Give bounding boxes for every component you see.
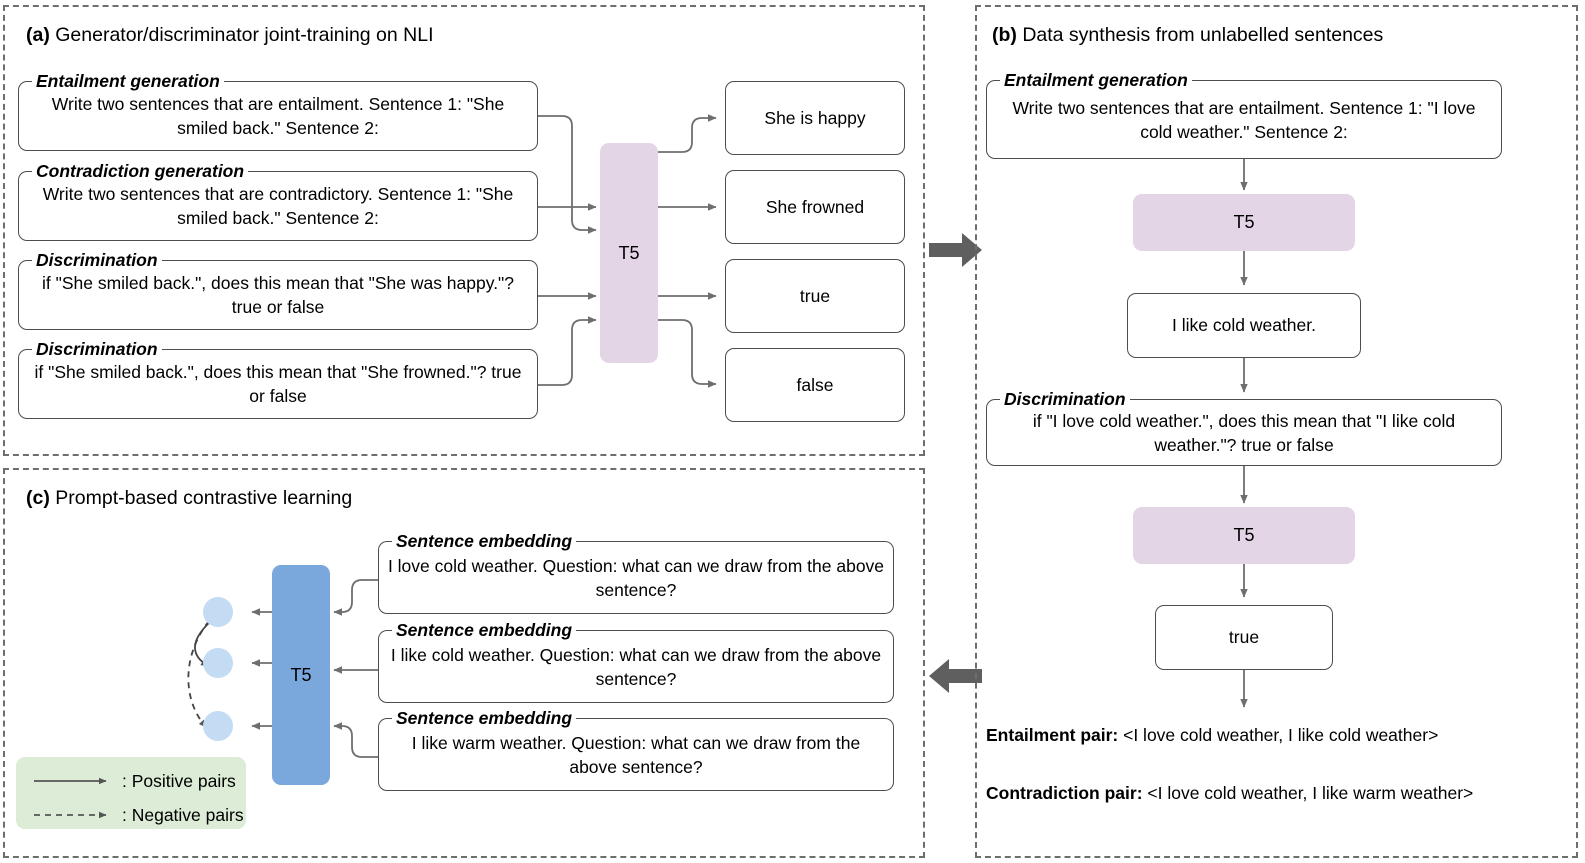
legend-label-negative: : Negative pairs (122, 805, 244, 825)
verdict-box-text: true (1228, 627, 1260, 647)
sentence-embedding-text: I like warm weather. Question: what can … (411, 732, 861, 777)
prompt-box-body: Write two sentences that are contradicto… (27, 171, 529, 241)
legend-box (16, 757, 246, 829)
prompt-box-body: if "I love cold weather.", does this mea… (995, 399, 1493, 466)
prompt-box-frame (18, 81, 538, 151)
prompt-box-text: Write two sentences that are entailment.… (51, 94, 505, 138)
prompt-box-legend: Entailment generation (32, 72, 224, 91)
panel-a-title: (a) Generator/discriminator joint-traini… (26, 24, 434, 46)
model-block-t5-b-1[interactable]: T5 (1133, 194, 1355, 251)
sentence-embedding-box-1[interactable]: Sentence embedding I love cold weather. … (378, 532, 894, 614)
sentence-embedding-legend: Sentence embedding (392, 621, 577, 640)
output-box-she-is-happy: She is happy (725, 81, 905, 155)
sentence-embedding-text: I love cold weather. Question: what can … (387, 555, 885, 600)
model-block-t5-a[interactable]: T5 (600, 143, 658, 363)
prompt-box-text: if "She smiled back.", does this mean th… (42, 273, 514, 317)
embedding-dot-1 (203, 597, 233, 627)
prompt-box-frame (986, 399, 1502, 466)
prompt-box-body: Write two sentences that are entailment.… (995, 80, 1493, 159)
prompt-box-body: if "She smiled back.", does this mean th… (27, 349, 529, 419)
prompt-box-frame (18, 260, 538, 330)
panel-b (975, 5, 1578, 858)
prompt-box-text: Write two sentences that are contradicto… (42, 184, 514, 228)
entailment-pair-line: Entailment pair: <I love cold weather, I… (986, 724, 1438, 746)
entailment-pair-value: <I love cold weather, I like cold weathe… (1118, 725, 1439, 745)
prompt-box-discrimination-a-1[interactable]: Discrimination if "She smiled back.", do… (18, 251, 538, 330)
panel-a-tag: (a) (26, 24, 50, 46)
embedding-dot-3 (203, 711, 233, 741)
prompt-box-body: if "She smiled back.", does this mean th… (27, 260, 529, 330)
model-block-label: T5 (290, 664, 312, 685)
contradiction-pair-value: <I love cold weather, I like warm weathe… (1142, 783, 1474, 803)
output-box-she-frowned: She frowned (725, 170, 905, 244)
contradiction-pair-line: Contradiction pair: <I love cold weather… (986, 782, 1473, 804)
panel-b-tag: (b) (992, 24, 1017, 46)
sentence-embedding-body: I like warm weather. Question: what can … (387, 718, 885, 791)
sentence-embedding-box-3[interactable]: Sentence embedding I like warm weather. … (378, 709, 894, 791)
model-block-label: T5 (1233, 212, 1255, 232)
prompt-box-discrimination-b[interactable]: Discrimination if "I love cold weather."… (986, 390, 1502, 466)
panel-a-title-text: Generator/discriminator joint-training o… (49, 24, 434, 46)
panel-c (3, 468, 925, 858)
prompt-box-text: if "She smiled back.", does this mean th… (34, 362, 522, 406)
sentence-embedding-frame (378, 630, 894, 703)
model-block-label: T5 (1233, 525, 1255, 545)
sentence-embedding-box-2[interactable]: Sentence embedding I like cold weather. … (378, 621, 894, 703)
legend-label-positive: : Positive pairs (122, 771, 236, 791)
prompt-box-legend: Discrimination (32, 251, 162, 270)
prompt-box-entailment-generation-b[interactable]: Entailment generation Write two sentence… (986, 71, 1502, 159)
prompt-box-contradiction-generation-a[interactable]: Contradiction generation Write two sente… (18, 162, 538, 241)
verdict-box-true: true (1155, 605, 1333, 670)
output-box-false: false (725, 348, 905, 422)
sentence-embedding-legend: Sentence embedding (392, 532, 577, 551)
output-box-true: true (725, 259, 905, 333)
prompt-box-legend: Contradiction generation (32, 162, 249, 181)
sentence-embedding-frame (378, 541, 894, 614)
prompt-box-entailment-generation-a[interactable]: Entailment generation Write two sentence… (18, 72, 538, 151)
panel-b-title-text: Data synthesis from unlabelled sentences (1016, 24, 1384, 46)
prompt-box-frame (18, 171, 538, 241)
contradiction-pair-label: Contradiction pair: (986, 783, 1143, 803)
generated-sentence-text: I like cold weather. (1172, 315, 1316, 335)
sentence-embedding-legend: Sentence embedding (392, 709, 577, 728)
panel-c-title: (c) Prompt-based contrastive learning (26, 487, 352, 509)
output-box-text: false (796, 374, 834, 395)
prompt-box-legend: Discrimination (32, 340, 162, 359)
entailment-pair-label: Entailment pair: (986, 725, 1119, 745)
embedding-dot-2 (203, 648, 233, 678)
model-block-label: T5 (618, 242, 640, 263)
sentence-embedding-body: I like cold weather. Question: what can … (387, 630, 885, 703)
panel-c-title-text: Prompt-based contrastive learning (49, 487, 353, 509)
prompt-box-legend: Discrimination (1000, 390, 1130, 409)
sentence-embedding-text: I like cold weather. Question: what can … (390, 644, 882, 689)
prompt-box-frame (986, 80, 1502, 159)
model-block-t5-c[interactable]: T5 (272, 565, 330, 785)
prompt-box-frame (18, 349, 538, 419)
model-block-t5-b-2[interactable]: T5 (1133, 507, 1355, 564)
output-box-text: She frowned (765, 196, 865, 217)
sentence-embedding-body: I love cold weather. Question: what can … (387, 541, 885, 614)
output-box-text: true (799, 285, 831, 306)
prompt-box-text: if "I love cold weather.", does this mea… (1032, 410, 1456, 455)
panel-a (3, 5, 925, 456)
panel-c-tag: (c) (26, 487, 50, 509)
sentence-embedding-frame (378, 718, 894, 791)
prompt-box-body: Write two sentences that are entailment.… (27, 81, 529, 151)
panel-b-title: (b) Data synthesis from unlabelled sente… (992, 24, 1383, 46)
prompt-box-legend: Entailment generation (1000, 71, 1192, 90)
prompt-box-text: Write two sentences that are entailment.… (1012, 97, 1476, 142)
output-box-text: She is happy (764, 107, 866, 128)
prompt-box-discrimination-a-2[interactable]: Discrimination if "She smiled back.", do… (18, 340, 538, 419)
generated-sentence-box: I like cold weather. (1127, 293, 1361, 358)
